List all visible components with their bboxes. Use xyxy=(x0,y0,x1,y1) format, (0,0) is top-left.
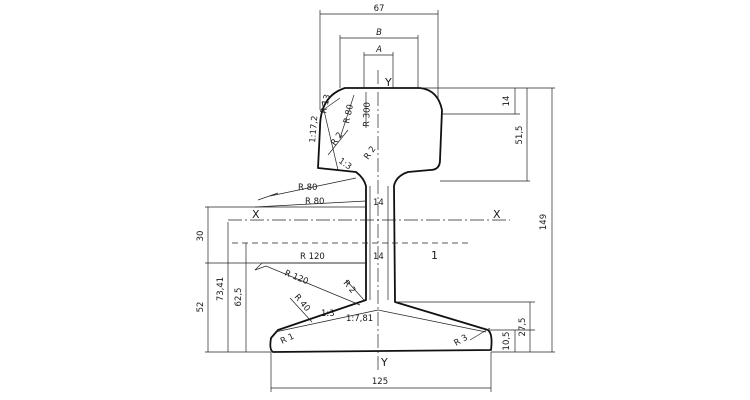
r13-leader xyxy=(322,97,341,111)
slope-13-foot-label: 1:3 xyxy=(321,309,335,319)
dim-67: 67 xyxy=(374,4,385,14)
x-label-left: X xyxy=(252,208,260,221)
r80-leader-b xyxy=(254,200,367,208)
slope-1781-label: 1:7,81 xyxy=(346,314,373,324)
dim-149: 149 xyxy=(539,214,549,230)
r2-neck-label: R 2 xyxy=(362,144,378,161)
dim-275: 27,5 xyxy=(518,318,528,337)
rail-profile-outline xyxy=(269,87,493,353)
y-label-bottom: Y xyxy=(380,356,388,369)
web-14-label-a: 14 xyxy=(373,198,384,208)
r2-head-label: R 2 xyxy=(329,130,345,147)
dim-14-head: 14 xyxy=(502,96,512,107)
dim-515: 51,5 xyxy=(515,126,525,145)
x-label-right: X xyxy=(493,208,501,221)
dim-a: A xyxy=(375,45,382,55)
r40-leader xyxy=(289,297,313,323)
r80-leader xyxy=(257,177,357,201)
dim-105: 10,5 xyxy=(502,332,512,351)
r2-foot-label: R 2 xyxy=(341,279,358,296)
r80-head-label: R 80 xyxy=(342,104,356,125)
r1-label: R 1 xyxy=(279,332,296,347)
dim-125: 125 xyxy=(372,377,388,387)
r13-label: R 13 xyxy=(319,94,333,115)
foot-inner-line-right xyxy=(377,309,487,333)
marker-1: 1 xyxy=(431,249,438,262)
r80-label-a: R 80 xyxy=(298,183,317,193)
r300-label: R 300 xyxy=(362,102,373,127)
r2-head-leader xyxy=(327,129,349,156)
dim-30: 30 xyxy=(196,231,206,242)
r120-label-b: R 120 xyxy=(283,269,310,288)
r3-label: R 3 xyxy=(453,333,470,349)
r80-head-leader xyxy=(339,94,355,139)
r120-label-a: R 120 xyxy=(300,252,325,262)
dim-625: 62,5 xyxy=(234,288,244,307)
slope-1172-leader xyxy=(321,101,339,171)
dim-52: 52 xyxy=(196,302,206,313)
r3-leader xyxy=(469,327,491,341)
slope-1172-label: 1:17,2 xyxy=(308,115,320,143)
r80-label-b: R 80 xyxy=(305,197,324,207)
foot-inner-line xyxy=(274,309,379,333)
web-14-label-b: 14 xyxy=(373,252,384,262)
r2-foot-leader xyxy=(345,279,365,301)
y-label-top: Y xyxy=(384,76,392,89)
dim-7341: 73,41 xyxy=(216,277,226,301)
r120-leader-b xyxy=(254,262,361,306)
dim-b: B xyxy=(376,28,382,38)
